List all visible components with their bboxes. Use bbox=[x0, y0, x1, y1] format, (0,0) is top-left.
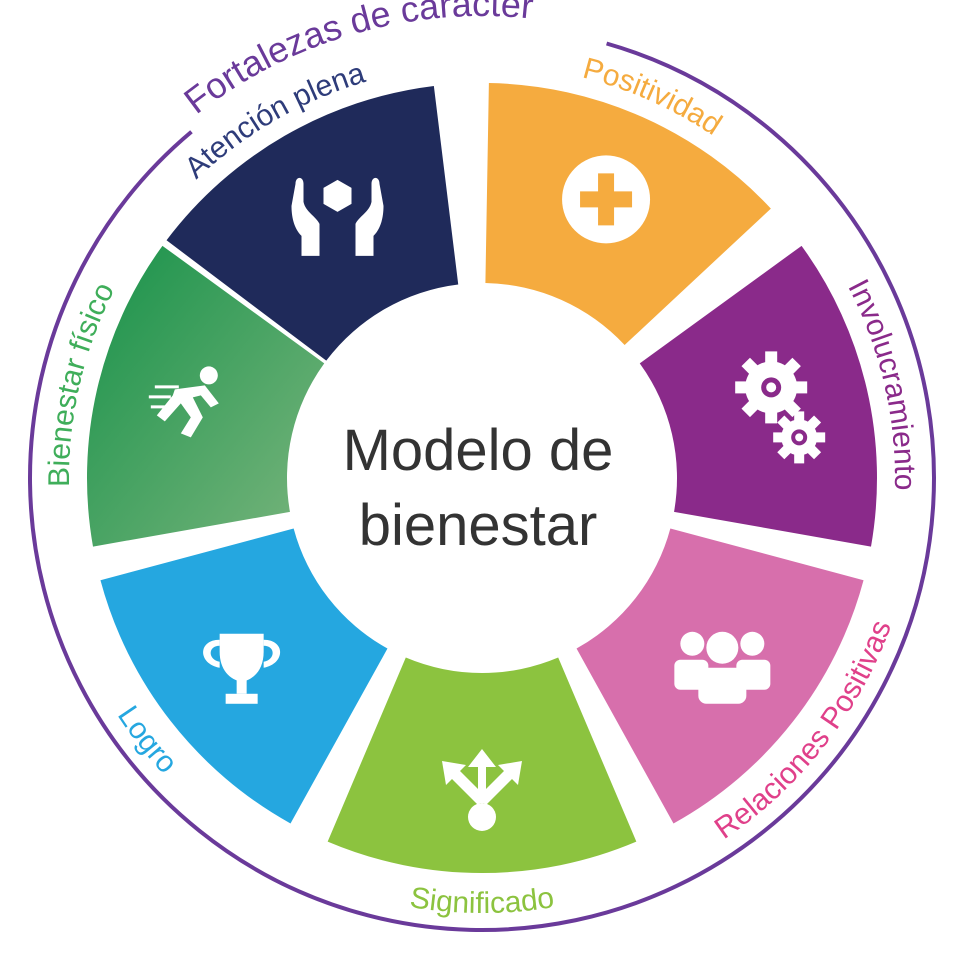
segment-significado: Significado bbox=[327, 657, 637, 920]
running-person-icon bbox=[148, 366, 219, 438]
center-title-line2: bienestar bbox=[359, 493, 598, 558]
people-group-icon bbox=[674, 631, 771, 704]
center-title: Modelo de bienestar bbox=[343, 418, 614, 558]
plus-circle-icon bbox=[562, 155, 651, 244]
trophy-icon bbox=[203, 633, 281, 704]
hands-holding-cube-icon bbox=[291, 177, 384, 256]
outer-ring bbox=[28, 41, 936, 932]
center-title-line1: Modelo de bbox=[343, 418, 614, 483]
gears-icon bbox=[735, 351, 826, 464]
branching-arrows-icon bbox=[442, 749, 522, 831]
segment-label: Significado bbox=[408, 881, 556, 920]
